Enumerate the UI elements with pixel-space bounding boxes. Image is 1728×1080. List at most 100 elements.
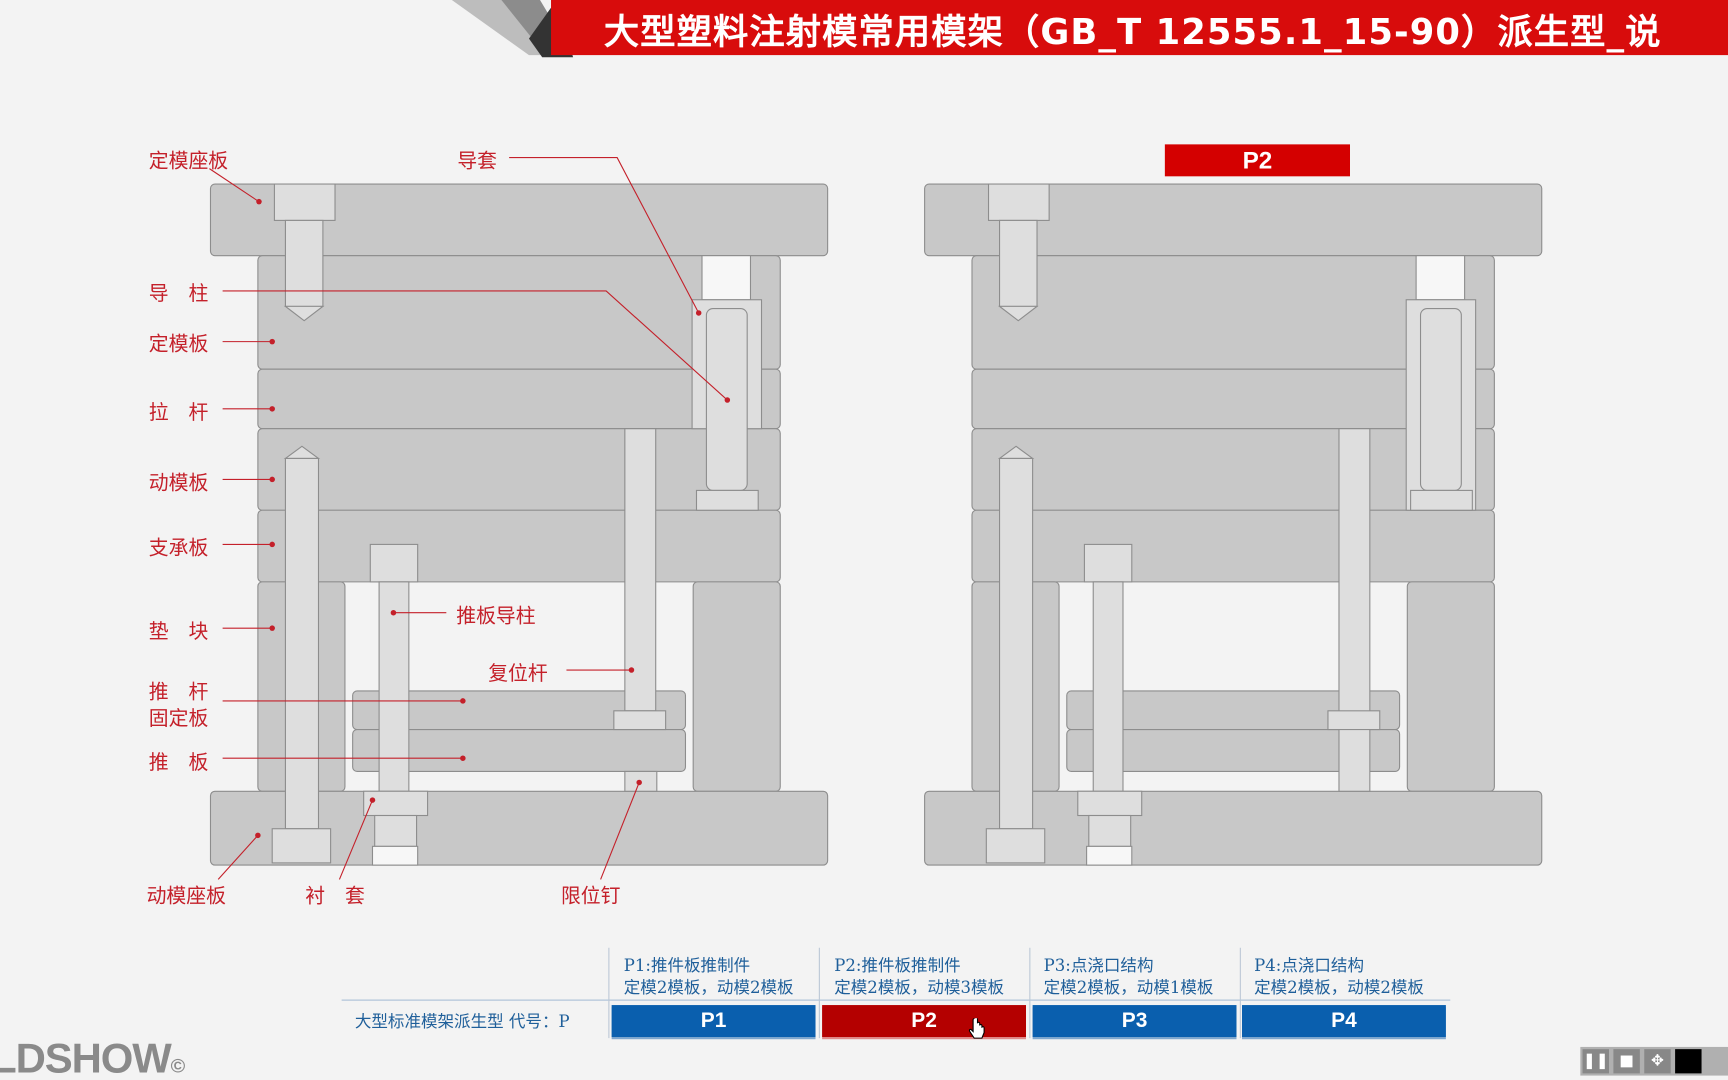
stop-icon[interactable]: ■	[1613, 1049, 1640, 1074]
desc-line: 定模2模板，动模2模板	[623, 977, 794, 998]
bushing-hole	[1086, 845, 1133, 866]
selected-type-tag: P2	[1164, 144, 1350, 177]
title-banner	[551, 0, 1728, 56]
logo-mark: ©	[170, 1054, 186, 1077]
return-pin-head	[613, 710, 667, 731]
screw-head	[273, 183, 336, 221]
bushing-body	[374, 814, 418, 847]
moldshow-logo: LDSHOW©	[0, 1035, 186, 1080]
screw-tip	[283, 305, 325, 322]
guide-pillar-head	[695, 489, 759, 511]
label-bottom-clamp-plate: 动模座板	[146, 884, 226, 909]
player-controls: ❚❚ ■ ✥	[1580, 1046, 1728, 1076]
label-spacer-block: 垫 块	[148, 620, 209, 644]
leader-dot	[390, 609, 397, 616]
guide-hole	[1415, 255, 1466, 301]
move-icon[interactable]: ✥	[1644, 1049, 1671, 1074]
bushing-body	[1088, 814, 1132, 847]
bushing	[363, 790, 429, 817]
label-ejector-plate: 推 板	[148, 751, 209, 775]
ejector-plate	[352, 728, 687, 772]
option-desc-p1: P1:推件板推制件定模2模板，动模2模板	[624, 954, 794, 998]
option-desc-p3: P3:点浇口结构定模2模板，动模1模板	[1044, 954, 1214, 998]
label-ejector-retainer-1: 推 杆	[148, 681, 209, 705]
screw-shank	[998, 219, 1038, 307]
leader-dot	[460, 698, 466, 704]
row-label: 大型标准模架派生型 代号：P	[354, 1011, 570, 1032]
leader-dot	[269, 476, 275, 483]
type-button-p2[interactable]: P2	[822, 1005, 1026, 1038]
screw-head	[987, 183, 1050, 221]
label-tie-rod: 拉 杆	[148, 401, 209, 425]
leader-dot	[724, 397, 731, 403]
leader-dot	[695, 310, 702, 316]
leader-dot	[269, 338, 275, 345]
column-divider	[1029, 947, 1031, 1039]
type-button-p4[interactable]: P4	[1241, 1005, 1446, 1038]
ejector-plate	[1066, 728, 1401, 772]
column-divider	[818, 947, 820, 1039]
return-pin	[624, 428, 657, 712]
option-desc-p4: P4:点浇口结构定模2模板，动模2模板	[1254, 954, 1424, 998]
bolt-head	[271, 828, 332, 864]
leader-line	[209, 168, 260, 203]
bushing-hole	[371, 845, 419, 866]
bolt-head	[985, 828, 1046, 864]
leader-dot	[460, 755, 466, 761]
screen-icon[interactable]	[1675, 1049, 1702, 1074]
ejector-guide-pillar	[378, 581, 410, 792]
label-guide-bush: 导套	[457, 149, 498, 174]
label-guide-pillar: 导 柱	[148, 282, 209, 306]
column-divider	[608, 947, 610, 1039]
leader-line	[222, 290, 728, 401]
long-bolt	[284, 457, 320, 830]
label-support-plate: 支承板	[148, 536, 209, 560]
label-cavity-plate: 定模板	[148, 332, 209, 356]
label-top-clamp-plate: 定模座板	[148, 149, 229, 174]
leader-dot	[269, 625, 275, 631]
hand-cursor-icon	[968, 1018, 985, 1039]
leader-line	[509, 157, 700, 314]
leader-line	[338, 799, 373, 880]
desc-line: P4:点浇口结构	[1254, 955, 1364, 976]
column-divider	[1239, 947, 1241, 1039]
type-button-p1[interactable]: P1	[611, 1005, 816, 1038]
label-ejector-guide-pillar: 推板导柱	[456, 605, 536, 629]
guide-pillar-head	[1410, 489, 1473, 511]
spacer-block-right	[692, 581, 781, 792]
page-title: 大型塑料注射模常用模架（GB_T 12555.1_15-90）派生型_说	[603, 11, 1662, 53]
screw-tip	[997, 305, 1039, 322]
desc-line: P3:点浇口结构	[1043, 955, 1154, 976]
label-bushing: 衬 套	[305, 884, 365, 909]
spacer-block-right	[1406, 581, 1495, 792]
label-core-plate: 动模板	[148, 471, 209, 495]
desc-line: P1:推件板推制件	[623, 955, 751, 976]
guide-pillar	[1419, 308, 1462, 491]
table-divider	[341, 999, 1451, 1001]
pause-icon[interactable]: ❚❚	[1582, 1049, 1609, 1074]
support-plate	[257, 509, 781, 583]
desc-line: 定模2模板，动模1模板	[1043, 977, 1214, 998]
leader-dot	[628, 667, 635, 673]
label-return-pin: 复位杆	[488, 662, 548, 686]
logo-text: LDSHOW	[0, 1035, 172, 1080]
leader-dot	[269, 541, 275, 548]
leader-dot	[256, 198, 262, 205]
leader-dot	[255, 832, 261, 839]
return-pin	[1338, 428, 1371, 792]
guide-hole	[701, 255, 752, 301]
leader-dot	[269, 406, 275, 412]
ejector-guide-pillar-head	[1083, 543, 1133, 583]
support-plate	[971, 509, 1495, 583]
desc-line: 定模2模板，动模2模板	[1254, 977, 1424, 998]
type-button-p3[interactable]: P3	[1032, 1005, 1237, 1038]
return-pin-head	[1327, 710, 1381, 731]
ejector-guide-pillar-head	[369, 543, 419, 583]
leader-line	[600, 782, 640, 880]
screw-shank	[284, 219, 324, 307]
leader-dot	[369, 797, 376, 803]
ejector-guide-pillar	[1092, 581, 1124, 792]
leader-dot	[636, 779, 642, 786]
bushing	[1077, 790, 1143, 817]
